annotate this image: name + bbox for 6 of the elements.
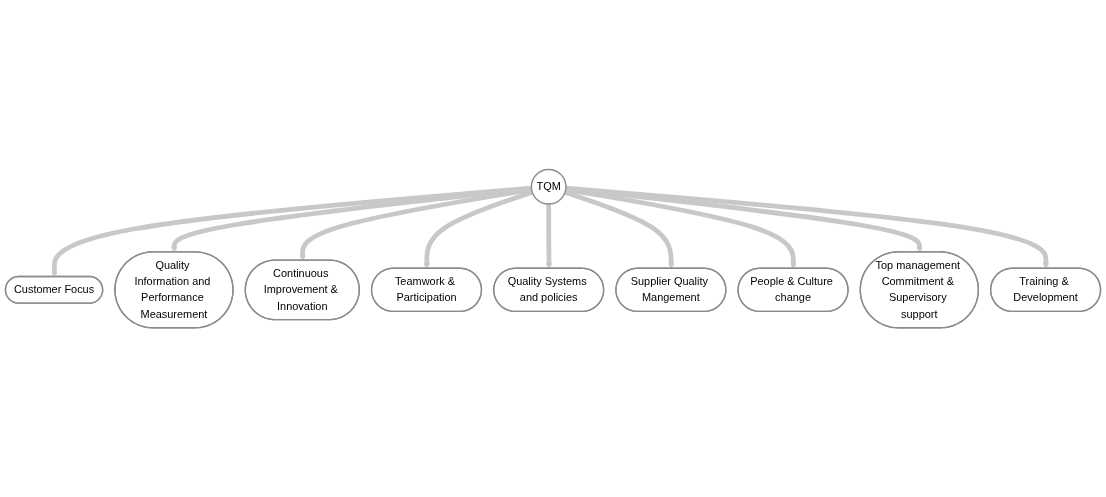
arrow [564,189,675,269]
arrow [51,185,532,277]
arrow [545,203,552,269]
arrow [423,189,534,269]
arrow [565,185,1049,269]
node-circle: TQM [530,168,567,205]
